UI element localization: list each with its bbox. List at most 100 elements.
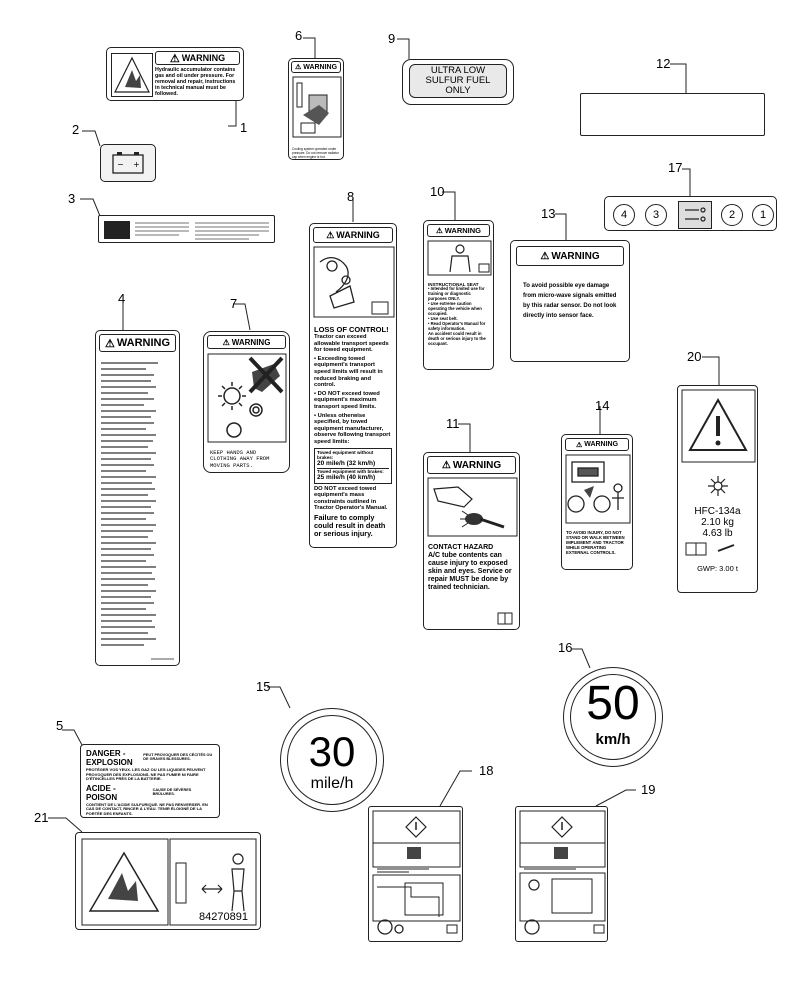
seat-bullet-2: • Use extreme caution operating the vehi… (428, 301, 482, 316)
seat-consequence: An accident could result in death or ser… (428, 331, 486, 347)
speed-weight-graphic (519, 810, 606, 935)
hazard-pictogram-graphic (81, 838, 257, 926)
callout-4: 4 (118, 291, 126, 306)
callout-2: 2 (72, 122, 80, 137)
button-1-label: 1 (752, 204, 774, 226)
decal-17-button-strip: 4 3 2 1 (604, 196, 777, 231)
decal-2-battery: −+ (100, 144, 156, 182)
callout-18: 18 (479, 763, 494, 778)
speed-limit-2-value: 25 mile/h (40 km/h) (317, 474, 376, 482)
manual-icon (497, 612, 513, 625)
warning-header: ⚠WARNING (207, 335, 286, 349)
speed-weight-graphic (372, 810, 461, 935)
acid-body: CONTIENT DE L'ACIDE SULFURIQUE. NE PAS R… (86, 801, 208, 816)
crush-text: TO AVOID INJURY, DO NOT STAND OR WALK BE… (566, 530, 625, 555)
callout-20: 20 (687, 349, 702, 364)
consequence-note: Failure to comply could result in death … (314, 512, 386, 538)
decal-11-contact-hazard: ⚠WARNING CONTACT HAZARD A/C tube content… (423, 452, 520, 630)
ac-tube-hand-icon (427, 477, 518, 537)
switch-icon (678, 201, 712, 229)
callout-14: 14 (595, 398, 610, 413)
callout-12: 12 (656, 56, 671, 71)
callout-19: 19 (641, 782, 656, 797)
acid-heading: ACIDE - POISON (86, 783, 118, 802)
callout-6: 6 (295, 28, 303, 43)
speed-limit-1-label: Towed equipment without brakes: (317, 449, 374, 460)
refrigerant-type: HFC-134a (694, 506, 741, 517)
callout-16: 16 (558, 640, 573, 655)
callout-10: 10 (430, 184, 445, 199)
mass-note: DO NOT exceed towed equipment's mass con… (314, 485, 388, 512)
warning-text-block (101, 362, 174, 660)
decal-7-moving-parts-warning: ⚠WARNING KEEP HANDS AND CLOTHING AWAY FR… (203, 331, 290, 473)
warning-header: ⚠WARNING (313, 227, 393, 243)
speed-value: 50 (586, 677, 640, 730)
fan-hand-icon (207, 353, 287, 443)
seat-bullet-1: • Intended for limited use for training … (428, 286, 485, 302)
speed-limit-2-label: Towed equipment with brakes: (317, 467, 389, 474)
callout-1: 1 (240, 120, 248, 135)
warning-header: ⚠WARNING (565, 438, 629, 451)
danger-body: PROTÉGER VOS YEUX. LES GAZ OU LES LIQUID… (86, 767, 206, 782)
callout-8: 8 (347, 189, 355, 204)
callout-9: 9 (388, 31, 396, 46)
speed-value: 30 (308, 728, 356, 775)
warning-text: KEEP HANDS AND CLOTHING AWAY FROM MOVING… (210, 449, 270, 469)
decal-21-hazard-pictogram: 84270891 (75, 832, 261, 930)
decal-18-speed-weight-guideline (368, 806, 463, 942)
manual-wrench-icon (685, 542, 735, 556)
seat-bullet-4: • Read Operator's Manual for safety info… (428, 320, 486, 331)
decal-16-speed-50: 50 km/h (563, 667, 663, 767)
callout-7: 7 (230, 296, 238, 311)
explosion-icon (111, 53, 153, 97)
warning-text: Hydraulic accumulator contains gas and o… (155, 67, 236, 97)
warning-header: ⚠WARNING (99, 334, 176, 352)
warning-header: ⚠WARNING (516, 246, 624, 266)
decal-6-cooling-warning: ⚠WARNING Cooling system operated under p… (288, 58, 344, 160)
hazard-intro: Tractor can exceed allowable transport s… (314, 334, 389, 354)
callout-21: 21 (34, 810, 49, 825)
bullet-2: • DO NOT exceed towed equipment's maximu… (314, 390, 380, 410)
hazard-title: LOSS OF CONTROL! (314, 325, 389, 334)
decal-5-battery-danger: DANGER - EXPLOSION PEUT PROVOQUER DES CÉ… (80, 744, 220, 818)
callout-13: 13 (541, 206, 556, 221)
warning-header: ⚠WARNING (427, 224, 490, 237)
decal-4-long-warning: ⚠WARNING (95, 330, 180, 666)
hazard-body: A/C tube contents can cause injury to ex… (428, 552, 512, 591)
callout-5: 5 (56, 718, 64, 733)
button-2-label: 2 (721, 204, 743, 226)
warning-text: Cooling system operated under pressure. … (292, 147, 339, 159)
caution-triangle-icon (681, 389, 756, 463)
button-4-label: 4 (613, 204, 635, 226)
decal-19-speed-weight-guideline (515, 806, 608, 942)
tractor-implement-icon (565, 454, 631, 524)
seat-occupant-icon (427, 240, 492, 276)
decal-12-blank-label (580, 93, 765, 136)
part-number: 84270891 (199, 911, 248, 923)
callout-3: 3 (68, 191, 76, 206)
label-graphic (104, 221, 269, 240)
snowflake-icon (708, 476, 728, 496)
acid-subtext: CAUSE DE SÉVÈRES BRÛLURES. (152, 787, 192, 796)
speed-unit: km/h (595, 731, 631, 748)
radar-text: To avoid possible eye damage from micro-… (523, 283, 617, 319)
fuel-line-2: SULFUR FUEL (425, 75, 491, 86)
battery-icon: −+ (112, 152, 144, 174)
charge-lb: 4.63 lb (702, 528, 733, 539)
callout-17: 17 (668, 160, 683, 175)
warning-header: ⚠WARNING (291, 61, 341, 73)
speed-unit: mile/h (310, 775, 354, 792)
seat-title: INSTRUCTIONAL SEAT (428, 282, 479, 287)
decal-8-loss-of-control: ⚠WARNING LOSS OF CONTROL! Tractor can ex… (309, 223, 397, 548)
fuel-line-3: ONLY (445, 85, 471, 96)
decal-9-ultra-low-sulfur-fuel: ULTRA LOW SULFUR FUEL ONLY (402, 59, 514, 105)
svg-text:−: − (117, 160, 124, 169)
bullet-3: • Unless otherwise specified, by towed e… (314, 412, 391, 445)
speed-limit-1-value: 20 mile/h (32 km/h) (317, 460, 376, 468)
danger-subtext: PEUT PROVOQUER DES CÉCITÉS OU DE GRAVES … (143, 753, 213, 762)
button-3-label: 3 (645, 204, 667, 226)
callout-15: 15 (256, 679, 271, 694)
hazard-title: CONTACT HAZARD (428, 544, 494, 551)
warning-header: ⚠WARNING (427, 456, 516, 474)
decal-14-crush-warning: ⚠WARNING TO AVOID INJURY, DO NOT STAND O… (561, 434, 633, 570)
